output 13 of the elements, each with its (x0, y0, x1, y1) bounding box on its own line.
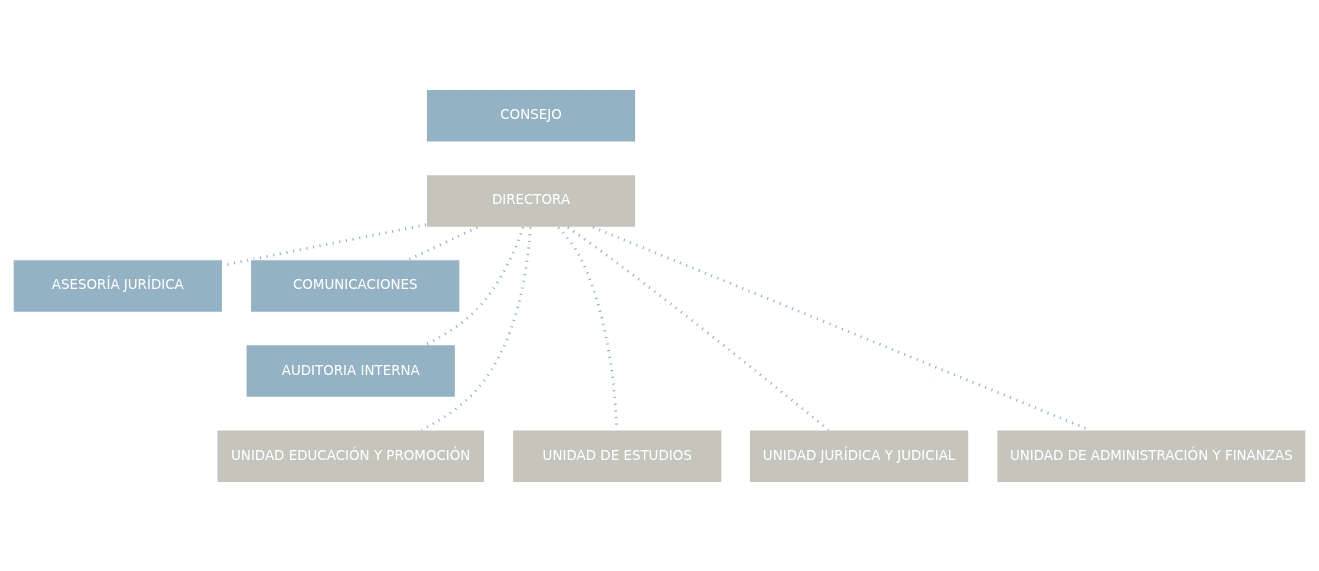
connector (567, 225, 830, 431)
connector (420, 226, 532, 431)
node-box: DIRECTORA (425, 173, 637, 228)
node-box: UNIDAD DE ADMINISTRACIÓN Y FINANZAS (996, 428, 1307, 483)
connector (424, 226, 525, 346)
node-box: CONSEJO (425, 88, 637, 143)
node-box: UNIDAD EDUCACIÓN Y PROMOCIÓN (216, 428, 486, 483)
connector (408, 225, 478, 261)
node-box: ASESORÍA JURÍDICA (12, 258, 224, 313)
node-box: AUDITORIA INTERNA (245, 343, 456, 398)
node-box: UNIDAD JURÍDICA Y JUDICIAL (748, 428, 970, 483)
node-box: COMUNICACIONES (249, 258, 461, 313)
node-box: UNIDAD DE ESTUDIOS (511, 428, 723, 483)
